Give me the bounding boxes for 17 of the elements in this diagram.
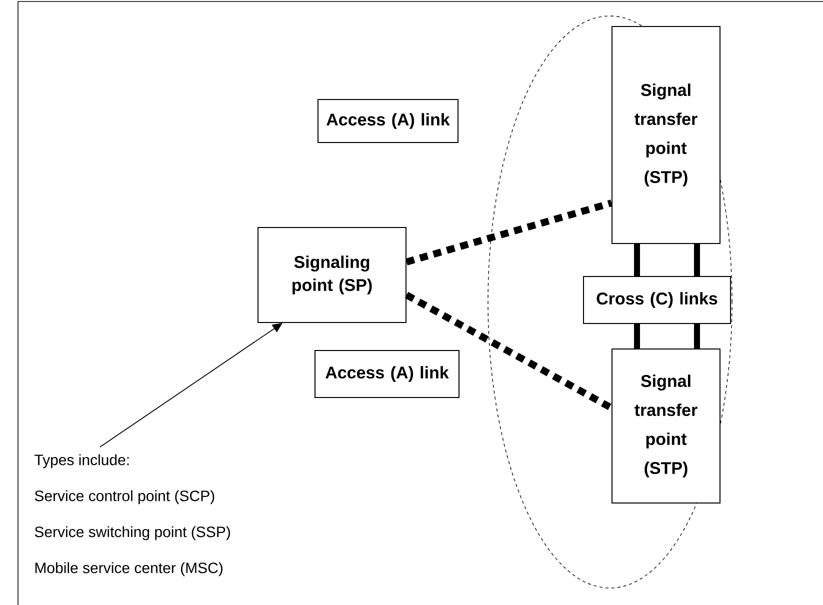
label-box: Access (A) link xyxy=(318,99,458,143)
process-box: Signaling point (SP) xyxy=(258,227,406,323)
dashed-link xyxy=(404,292,614,412)
link-line xyxy=(694,244,700,276)
link-line xyxy=(694,324,700,348)
process-box: Signal transfer point (STP) xyxy=(612,348,720,504)
process-box: Signal transfer point (STP) xyxy=(612,26,720,244)
label-box: Cross (C) links xyxy=(583,276,731,324)
dashed-link xyxy=(406,200,612,266)
list-item: Mobile service center (MSC) xyxy=(35,562,222,576)
list-item: Service switching point (SSP) xyxy=(34,526,230,540)
label-box: Access (A) link xyxy=(314,350,460,398)
list-item: Service control point (SCP) xyxy=(34,490,214,504)
link-line xyxy=(634,244,640,276)
link-line xyxy=(634,324,640,348)
leader-arrow xyxy=(100,323,282,448)
note-heading: Types include: xyxy=(34,454,129,468)
